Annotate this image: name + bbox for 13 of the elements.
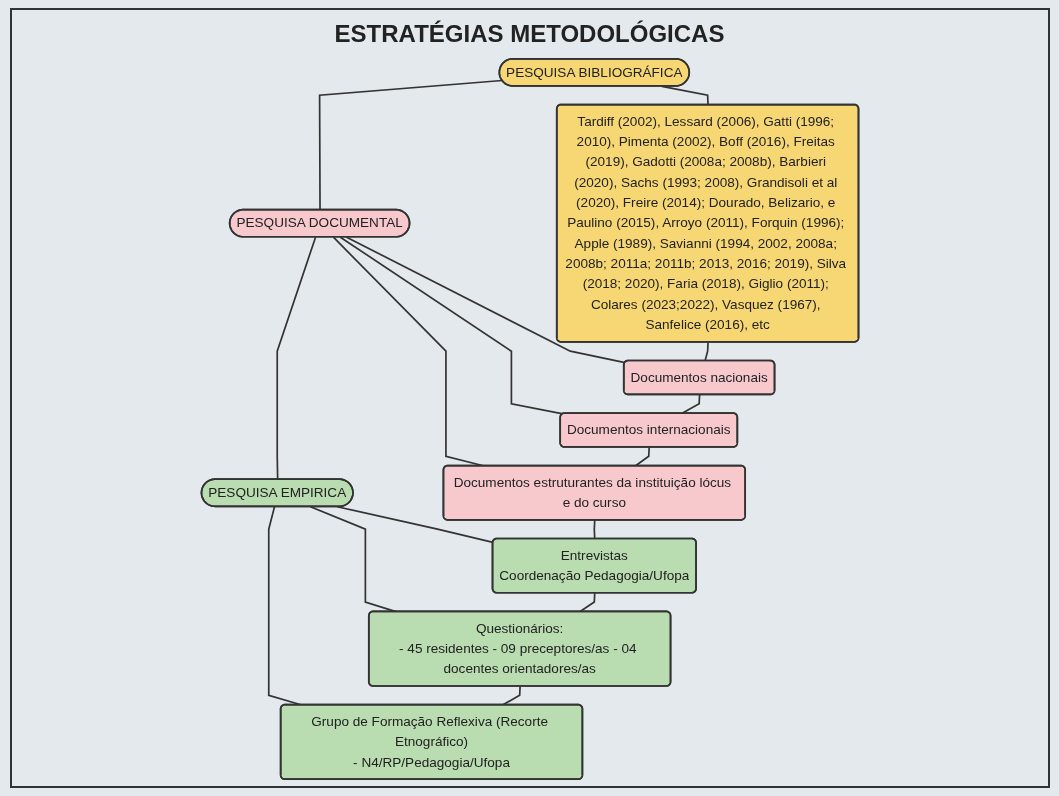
diagram-title: ESTRATÉGIAS METODOLÓGICAS (334, 20, 725, 48)
connector (703, 341, 709, 362)
connector (592, 519, 596, 540)
connector (345, 236, 626, 364)
connector (660, 85, 709, 106)
connector (578, 592, 596, 613)
connector (309, 505, 397, 613)
connector (633, 446, 650, 467)
connector (275, 236, 316, 481)
connector (318, 79, 503, 211)
connector (501, 685, 521, 706)
connector (339, 236, 564, 415)
diagram-drawing: PESQUISA BIBLIOGRÁFICA Tardiff (2002), Lessard (2006), Gatti (1996; 2010), Pimenta (2002), Boff (2016), Freitas (2019), Gadotti (2008a; 2008b), Barbieri (2020), Sachs (1993; 2008), Grandisoli et al (2020), Freire (2014); Dourado, Belizario, e Paulino (2015), Arroyo (2011), Forquin (1996); Apple (1989), Savianni (1994, 2002, 2008a; 2008b; 2011a; 2011b; 2013, 2016; 2019), Silva (2018; 2020), Faria (2018), Giglio (2011); Colares (2023;2022), Vasquez (1967), Sanfelice (2016), etc PESQUISA DOCUMENTAL Documentos nacionais Documentos internacionais Documentos estruturantes da instituição lócus e do curso PESQUISA EMPIRICA Entrevistas Coordenação Pedagogia/Ufopa Questionários: - 45 residentes - 09 preceptores/as - 04 docentes orientadores/as Grupo de Formação Reflexiva (Recorte Etnográfico) - N4/RP/Pedagogia/Ufopa (11, 52, 1048, 786)
